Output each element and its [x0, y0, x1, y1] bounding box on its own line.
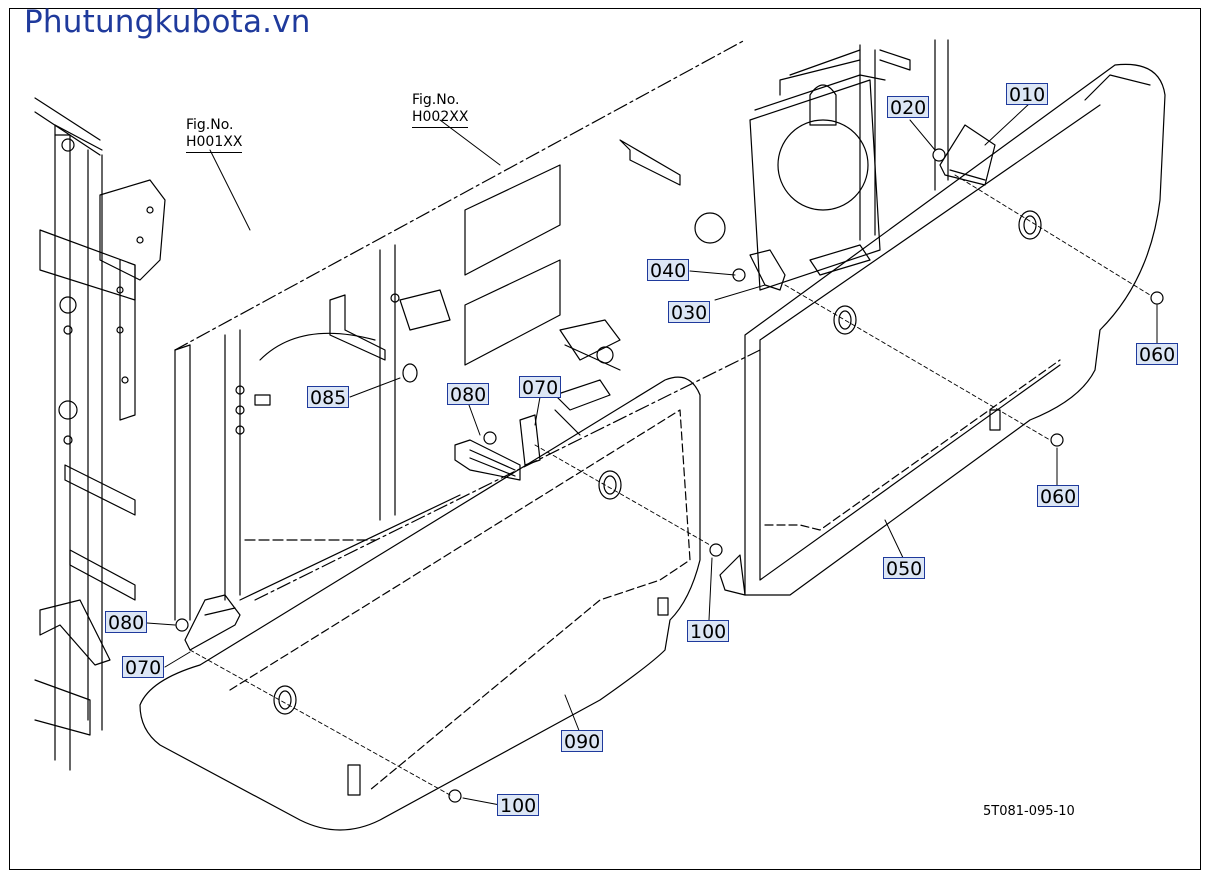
phantom-lines	[189, 174, 1151, 796]
brackets	[184, 124, 996, 651]
callout-070-center[interactable]: 070	[519, 376, 562, 399]
callout-080-left[interactable]: 080	[105, 611, 148, 634]
center-panel	[174, 39, 761, 621]
drawing-frame	[9, 8, 1201, 870]
leader-lines	[146, 102, 1158, 806]
cover-050	[719, 63, 1166, 596]
fig-ref-h001[interactable]: Fig.No. H001XX	[186, 117, 243, 153]
fig-ref-label: Fig.No.	[186, 117, 234, 133]
callout-010[interactable]: 010	[1006, 83, 1049, 106]
drawing-number: 5T081-095-10	[983, 804, 1075, 819]
fig-ref-code: H002XX	[412, 109, 469, 128]
callout-020[interactable]: 020	[887, 96, 930, 119]
callout-060-upper[interactable]: 060	[1136, 343, 1179, 366]
callout-085[interactable]: 085	[307, 386, 350, 409]
callout-100-right[interactable]: 100	[687, 620, 730, 643]
callout-040[interactable]: 040	[647, 259, 690, 282]
callout-060-lower[interactable]: 060	[1037, 485, 1080, 508]
cover-090	[139, 376, 701, 831]
right-bracket-assembly	[749, 39, 949, 291]
fig-ref-code: H001XX	[186, 134, 243, 153]
bolts	[175, 148, 1164, 803]
fig-ref-label: Fig.No.	[412, 92, 460, 108]
left-frame-structure	[34, 97, 166, 771]
fig-ref-h002[interactable]: Fig.No. H002XX	[412, 92, 469, 128]
watermark-text: Phutungkubota.vn	[24, 4, 311, 40]
callout-080-center[interactable]: 080	[447, 383, 490, 406]
callout-050[interactable]: 050	[883, 557, 926, 580]
callout-100-bottom[interactable]: 100	[497, 794, 540, 817]
callout-090[interactable]: 090	[561, 730, 604, 753]
callout-070-left[interactable]: 070	[122, 656, 165, 679]
callout-030[interactable]: 030	[668, 301, 711, 324]
